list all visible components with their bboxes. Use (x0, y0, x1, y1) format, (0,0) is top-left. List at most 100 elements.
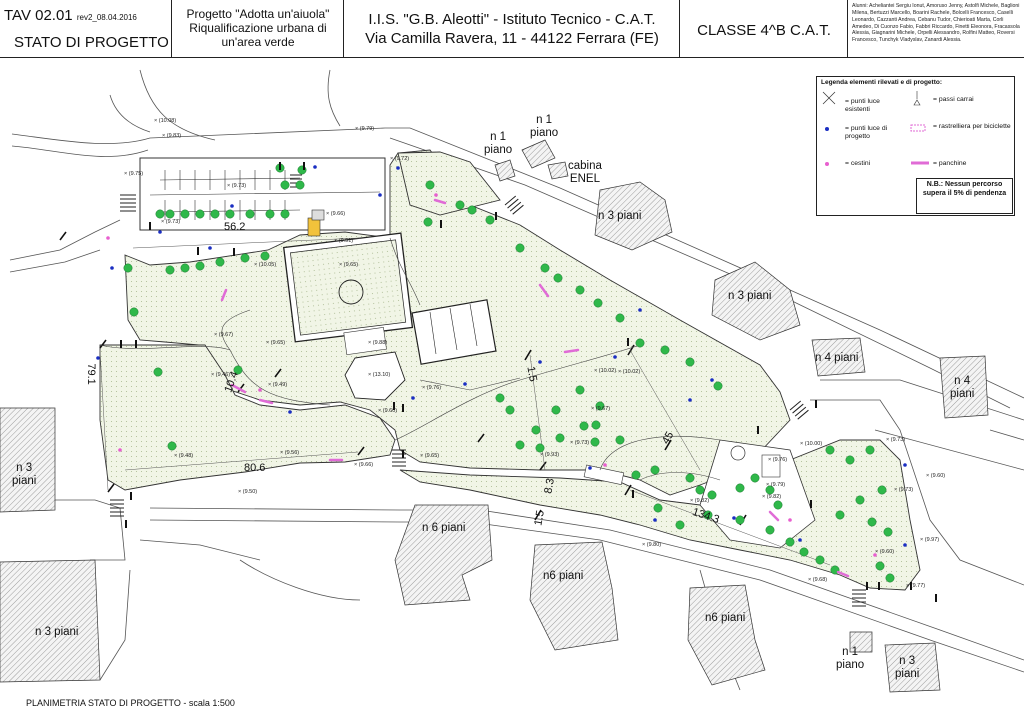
tree-icon (195, 209, 205, 219)
tree-icon (865, 445, 875, 455)
tree-icon (225, 209, 235, 219)
tree-icon (713, 381, 723, 391)
legend-existing-light-icon (822, 91, 836, 105)
elevation-label: × (9.73) (161, 219, 181, 225)
site-plan-map (0, 69, 1024, 693)
tree-icon (615, 435, 625, 445)
elevation-label: × (10.02) (618, 369, 641, 375)
project-title: Progetto "Adotta un'aiuola" Riqualificaz… (172, 7, 344, 49)
building-n1-se (849, 631, 873, 653)
elevation-label: × (9.48) (174, 453, 194, 459)
tree-icon (875, 561, 885, 571)
building-n6c (687, 584, 766, 686)
elevation-label: × (9.97) (920, 537, 940, 543)
elevation-label: × (9.73) (227, 183, 247, 189)
project-line-3: un'area verde (221, 34, 295, 49)
legend-bin-icon (825, 162, 829, 166)
tree-icon (635, 338, 645, 348)
tree-icon (675, 520, 685, 530)
tree-icon (883, 527, 893, 537)
tree-icon (785, 537, 795, 547)
trees (123, 163, 895, 583)
label-n3-sw: n 3 piani (35, 626, 79, 638)
elevation-label: × (9.80) (642, 542, 662, 548)
elevation-label: × (9.76) (768, 457, 788, 463)
sheet-code: TAV 02.01 rev2_08.04.2016 (4, 7, 137, 24)
revision-label: rev2_08.04.2016 (76, 13, 137, 22)
tree-icon (591, 420, 601, 430)
legend-symbols (822, 91, 929, 166)
tree-icon (885, 573, 895, 583)
tree-icon (799, 547, 809, 557)
tree-icon (595, 401, 605, 411)
elevation-label: × (9.82) (762, 494, 782, 500)
title-block (0, 0, 1024, 58)
tree-icon (845, 455, 855, 465)
tree-icon (835, 510, 845, 520)
existing-lights (120, 162, 937, 602)
elevation-label: × (10.05) (254, 262, 277, 268)
paths (99, 237, 721, 481)
elevation-label: × (9.79) (766, 482, 786, 488)
tree-icon (590, 437, 600, 447)
project-cell: Progetto "Adotta un'aiuola" Riqualificaz… (172, 0, 344, 58)
dimension-1-5-a: 1.5 (524, 365, 539, 383)
elevation-label: × (9.91) (334, 238, 354, 244)
tree-icon (553, 273, 563, 283)
label-n6: n 6 piani (422, 522, 466, 534)
legend-driveways: = passi carrai (933, 96, 974, 103)
tree-icon (155, 209, 165, 219)
elevation-label: × (9.46) (211, 372, 231, 378)
tree-icon (707, 490, 717, 500)
legend-driveway-icon (913, 91, 921, 106)
elevation-label: × (9.66) (326, 211, 346, 217)
tree-icon (593, 298, 603, 308)
tree-icon (825, 445, 835, 455)
legend-existing-lights: = punti luce esistenti (845, 98, 880, 113)
tree-icon (485, 215, 495, 225)
school-name: I.I.S. "G.B. Aleotti" - Istituto Tecnico… (368, 11, 656, 28)
tree-icon (660, 345, 670, 355)
tree-icon (735, 515, 745, 525)
tree-icon (515, 440, 525, 450)
tree-icon (295, 180, 305, 190)
tree-icon (165, 265, 175, 275)
bins (106, 193, 877, 557)
elevation-label: × (9.73) (570, 440, 590, 446)
tree-icon (515, 243, 525, 253)
tree-icon (165, 209, 175, 219)
elevation-label: × (9.67) (214, 332, 234, 338)
tree-icon (153, 367, 163, 377)
school-info: I.I.S. "G.B. Aleotti" - Istituto Tecnico… (344, 11, 680, 49)
class-label: CLASSE 4^B C.A.T. (697, 22, 831, 39)
tree-icon (650, 465, 660, 475)
tree-icon (423, 217, 433, 227)
tree-icon (245, 209, 255, 219)
elevation-label: × (9.79) (355, 126, 375, 132)
building-n6b (529, 541, 619, 651)
elevation-label: × (9.83) (162, 133, 182, 139)
tree-icon (877, 485, 887, 495)
building-n3-w (0, 407, 56, 513)
elevation-label: × (9.77) (906, 583, 926, 589)
building-n4-far (939, 355, 989, 419)
benches (220, 198, 850, 578)
label-n3-ne: n 3 piani (598, 210, 642, 222)
tree-icon (815, 555, 825, 565)
footer-caption: PLANIMETRIA STATO DI PROGETTO - scala 1:… (26, 698, 235, 708)
legend-bike-rack-icon (910, 124, 926, 132)
label-n4: n 4 piani (815, 352, 859, 364)
tree-icon (575, 385, 585, 395)
legend-note: N.B.: Nessun percorso supera il 5% di pe… (916, 178, 1013, 214)
tree-icon (750, 473, 760, 483)
tree-icon (531, 425, 541, 435)
tree-icon (180, 209, 190, 219)
class-cell: CLASSE 4^B C.A.T. (680, 0, 848, 58)
tree-icon (129, 307, 139, 317)
legend-project-lights: = punti luce di progetto (845, 125, 888, 140)
dimension-56-2: 56.2 (224, 221, 246, 233)
